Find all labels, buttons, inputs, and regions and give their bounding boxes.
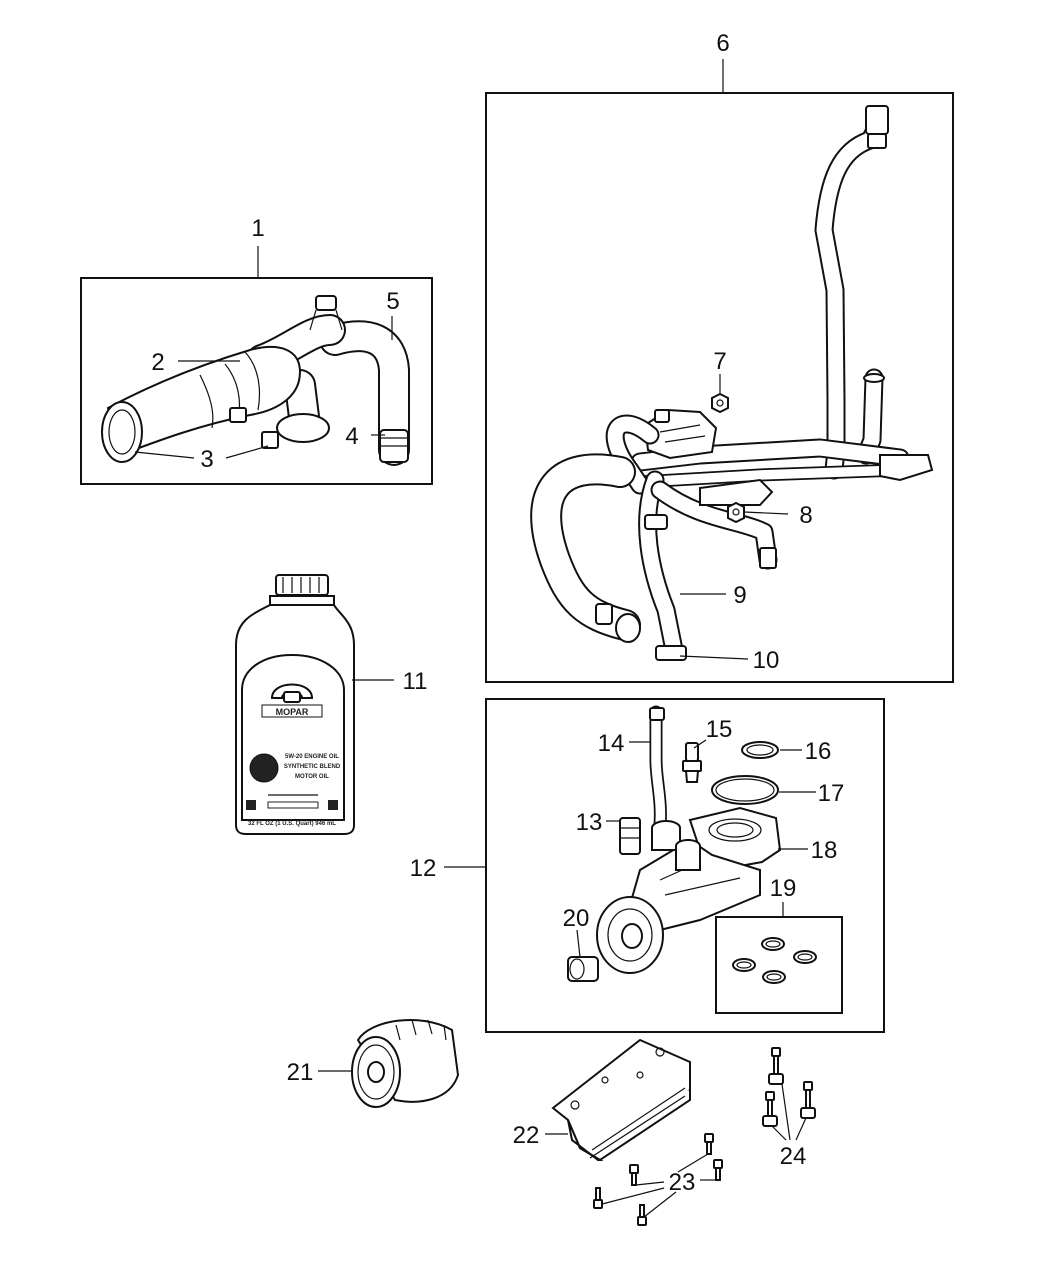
part-6-hose-assembly xyxy=(530,105,934,661)
part-11-oil-bottle: MOPAR 5W-20 ENGINE OIL SYNTHETIC BLEND M… xyxy=(235,574,355,835)
part-12-oil-filter-housing xyxy=(567,705,817,984)
part-22-oil-cooler xyxy=(551,1038,691,1162)
callout-15: 15 xyxy=(706,716,733,743)
callout-7: 7 xyxy=(713,348,726,375)
bottle-brand-text: MOPAR xyxy=(276,707,309,717)
bottle-product-line1: 5W-20 ENGINE OIL xyxy=(285,754,339,760)
callout-14: 14 xyxy=(598,730,625,757)
bottle-product-line3: MOTOR OIL xyxy=(295,774,329,780)
box-group-12 xyxy=(485,698,885,1033)
bottle-volume-text: 32 FL OZ (1 U.S. Quart) 946 mL xyxy=(248,821,336,827)
callout-2: 2 xyxy=(151,349,164,376)
callout-21: 21 xyxy=(287,1059,314,1086)
part-24-bolts xyxy=(762,1047,816,1127)
callout-22: 22 xyxy=(513,1122,540,1149)
callout-18: 18 xyxy=(811,837,838,864)
callout-10: 10 xyxy=(753,647,780,674)
callout-4: 4 xyxy=(345,423,358,450)
callout-11: 11 xyxy=(403,668,428,695)
callout-1: 1 xyxy=(251,215,264,242)
box-group-1 xyxy=(80,277,433,485)
callout-24: 24 xyxy=(780,1143,807,1170)
callout-3: 3 xyxy=(200,446,213,473)
callout-17: 17 xyxy=(818,780,845,807)
box-group-19 xyxy=(715,916,843,1014)
box-group-6 xyxy=(485,92,954,683)
callout-16: 16 xyxy=(805,738,832,765)
leader-lines xyxy=(134,59,816,1218)
part-23-bolts xyxy=(593,1133,723,1226)
callout-6: 6 xyxy=(716,30,729,57)
bottle-product-line2: SYNTHETIC BLEND xyxy=(284,764,341,770)
callout-13: 13 xyxy=(576,809,603,836)
callout-5: 5 xyxy=(386,288,399,315)
callout-numbers: 1 2 3 4 5 6 7 8 9 10 11 12 13 14 15 16 1… xyxy=(151,30,844,1196)
callout-8: 8 xyxy=(799,502,812,529)
part-21-oil-filter xyxy=(351,1019,460,1108)
callout-20: 20 xyxy=(563,905,590,932)
callout-9: 9 xyxy=(733,582,746,609)
callout-12: 12 xyxy=(410,855,437,882)
part-1-intake-hose-assembly xyxy=(101,295,410,466)
callout-23: 23 xyxy=(669,1169,696,1196)
callout-19: 19 xyxy=(770,875,797,902)
